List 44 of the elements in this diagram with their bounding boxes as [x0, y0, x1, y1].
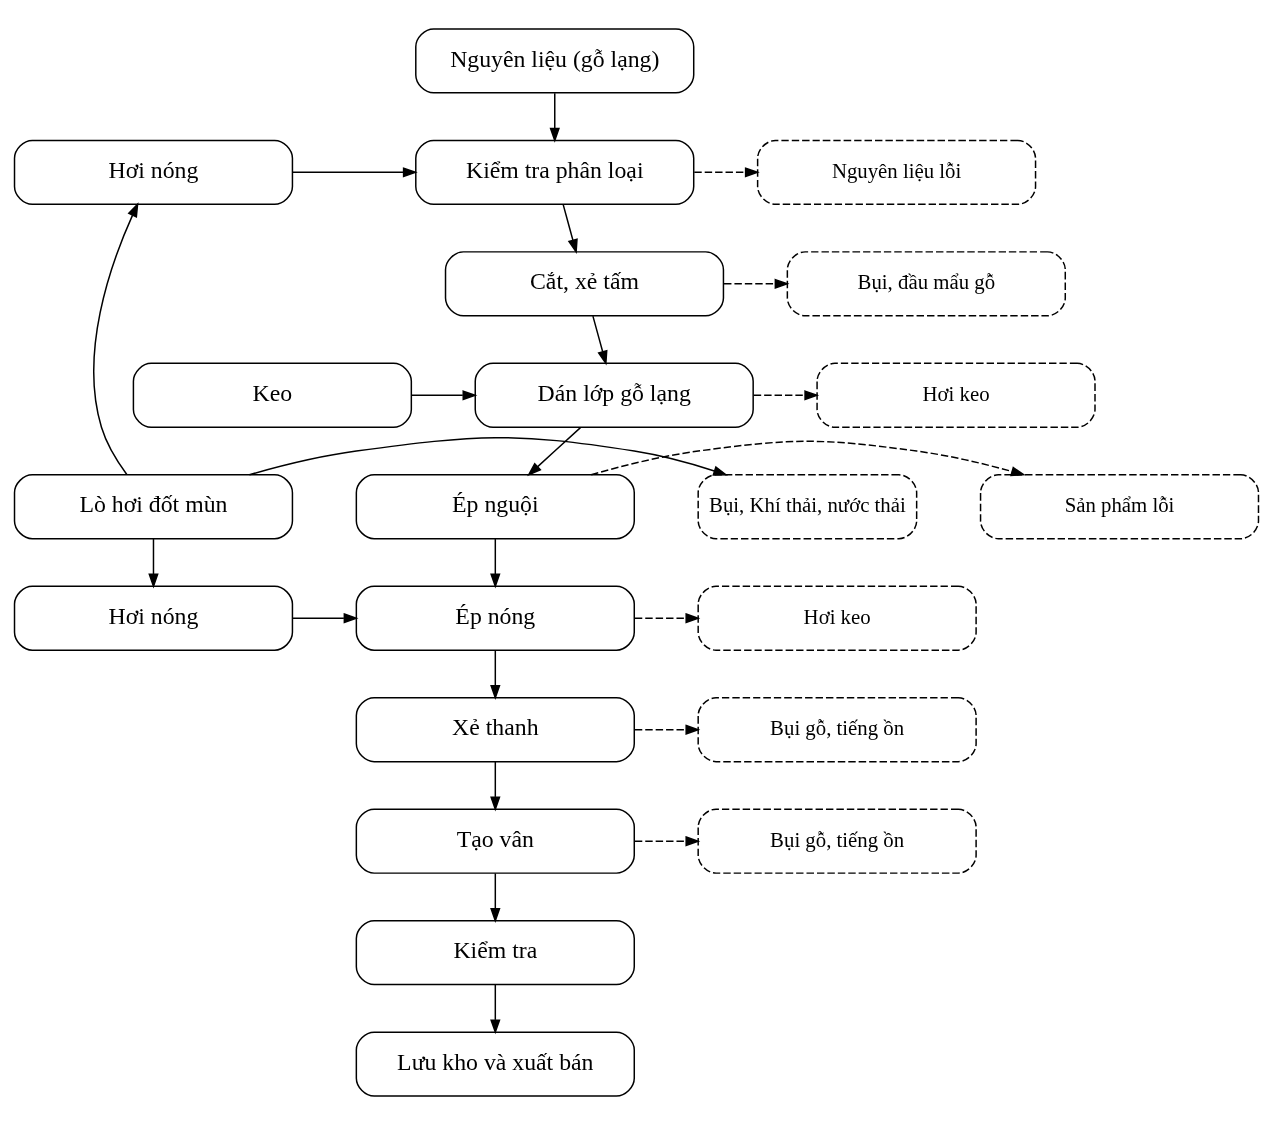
arrow	[93, 201, 139, 475]
node-box: Bụi gỗ, tiếng ồn	[697, 696, 977, 762]
arrow	[549, 91, 560, 143]
node-box: Dán lớp gỗ lạng	[474, 362, 754, 428]
arrow	[590, 440, 1026, 476]
arrow	[411, 389, 478, 400]
node-box: Kiểm tra	[355, 919, 635, 985]
arrow	[148, 537, 159, 588]
node-box: Cắt, xẻ tấm	[444, 250, 725, 317]
arrow	[248, 436, 729, 476]
arrow	[634, 612, 701, 623]
node-box: Lò hơi đốt mùn	[13, 473, 294, 539]
node-box: Bụi gỗ, tiếng ồn	[697, 807, 977, 874]
arrow	[527, 426, 582, 476]
arrow	[490, 537, 501, 588]
arrow	[562, 203, 578, 254]
arrow	[693, 166, 760, 178]
arrow	[592, 314, 608, 365]
arrow	[634, 835, 701, 846]
arrow	[634, 724, 701, 735]
node-box: Keo	[132, 362, 413, 428]
node-box: Lưu kho và xuất bán	[355, 1030, 635, 1097]
arrow	[490, 983, 501, 1034]
node-box: Kiểm tra phân loại	[415, 139, 695, 205]
arrow	[753, 389, 820, 400]
node-box: Xẻ thanh	[355, 696, 635, 762]
node-box: Ép nguội	[355, 473, 635, 539]
arrow	[490, 649, 501, 700]
node-box: Hơi nóng	[13, 585, 294, 651]
node-box: Tạo vân	[355, 807, 635, 874]
arrow	[291, 166, 418, 178]
node-box: Hơi keo	[697, 585, 977, 651]
node-box: Hơi nóng	[13, 139, 294, 205]
node-box: Bụi, Khí thải, nước thải	[697, 473, 918, 539]
node-box: Ép nóng	[355, 585, 635, 651]
node-box: Bụi, đầu mẩu gỗ	[786, 250, 1067, 317]
node-box: Hơi keo	[816, 362, 1096, 428]
node-box: Sản phẩm lỗi	[979, 473, 1260, 539]
node-box: Nguyên liệu (gỗ lạng)	[415, 27, 695, 94]
arrow	[292, 612, 359, 623]
node-box: Nguyên liệu lỗi	[756, 139, 1037, 205]
arrow	[490, 760, 501, 811]
arrow	[723, 278, 790, 289]
arrow	[490, 872, 501, 923]
